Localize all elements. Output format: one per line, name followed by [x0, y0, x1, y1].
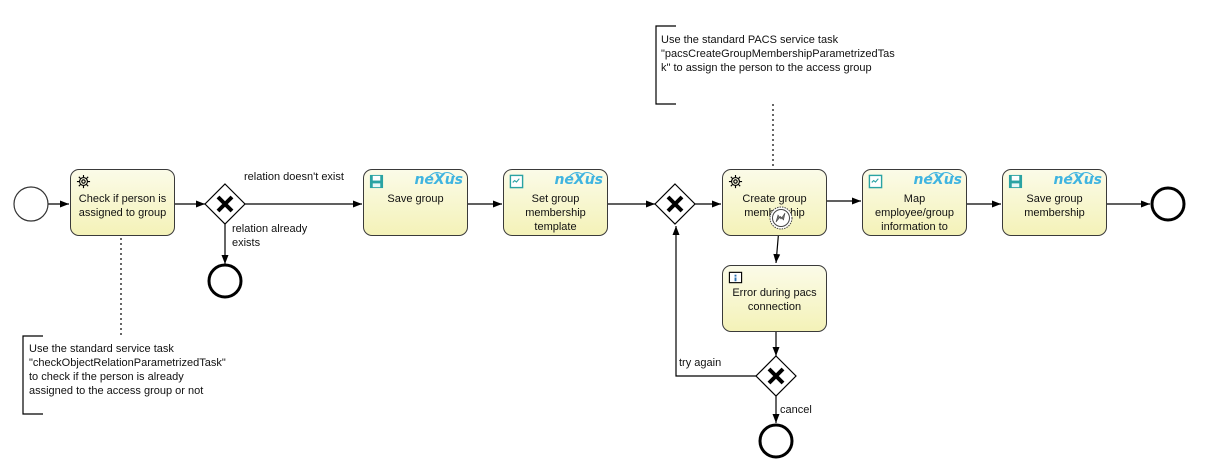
script-icon	[509, 174, 524, 189]
flow-gateway3-try-again[interactable]	[672, 226, 756, 377]
flow-label-relation-not-exist: relation doesn't exist	[244, 171, 344, 183]
start-event[interactable]	[13, 186, 49, 222]
gateway-relation-check[interactable]	[204, 183, 246, 225]
gateway-retry-decision[interactable]	[755, 355, 797, 397]
task-error-pacs[interactable]: Error during pacs connection	[722, 265, 827, 332]
gateway-merge-retry[interactable]	[654, 183, 696, 225]
gear-icon	[728, 174, 743, 189]
boundary-error-event[interactable]	[769, 206, 793, 230]
end-event-success[interactable]	[1150, 186, 1186, 222]
nexus-wing-icon	[927, 172, 955, 178]
task-label: Check if person is assigned to group	[78, 193, 167, 219]
flow-label-relation-exists: relation already exists	[232, 223, 308, 249]
task-set-template[interactable]: neXus Set group membership template	[503, 169, 608, 236]
annotation-relation-text: Use the standard service task "checkObje…	[29, 343, 226, 397]
floppy-disk-icon	[369, 174, 384, 189]
flow-label-cancel: cancel	[780, 404, 812, 416]
task-label: Save group	[387, 193, 444, 205]
floppy-disk-icon	[1008, 174, 1023, 189]
nexus-wing-icon	[568, 172, 596, 178]
associations	[120, 104, 774, 336]
nexus-logo: neXus	[414, 172, 463, 188]
task-map-employee[interactable]: neXus Map employee/group information to	[862, 169, 967, 236]
gear-icon	[76, 174, 91, 189]
task-label: Map employee/group information to	[875, 193, 954, 233]
nexus-logo: neXus	[913, 172, 962, 188]
task-label: Error during pacs connection	[732, 287, 817, 313]
annotation-relation-bracket	[22, 335, 43, 415]
nexus-wing-icon	[428, 172, 456, 178]
task-save-membership[interactable]: neXus Save group membership	[1002, 169, 1107, 236]
nexus-wing-icon	[1067, 172, 1095, 178]
annotation-pacs-text: Use the standard PACS service task "pacs…	[661, 34, 895, 74]
end-event-relation-exists[interactable]	[207, 263, 243, 299]
task-save-group[interactable]: neXus Save group	[363, 169, 468, 236]
flow-label-try-again: try again	[679, 357, 722, 369]
task-create-membership[interactable]: Create group membership	[722, 169, 827, 236]
nexus-logo: neXus	[1053, 172, 1102, 188]
script-icon	[868, 174, 883, 189]
end-event-cancel[interactable]	[758, 423, 794, 459]
task-label: Save group membership	[1024, 193, 1085, 219]
task-label: Set group membership template	[525, 193, 586, 233]
annotation-pacs-bracket	[655, 25, 676, 105]
annotation-brackets	[22, 25, 676, 415]
user-task-icon	[728, 271, 743, 284]
task-check-relation[interactable]: Check if person is assigned to group	[70, 169, 175, 236]
nexus-logo: neXus	[554, 172, 603, 188]
